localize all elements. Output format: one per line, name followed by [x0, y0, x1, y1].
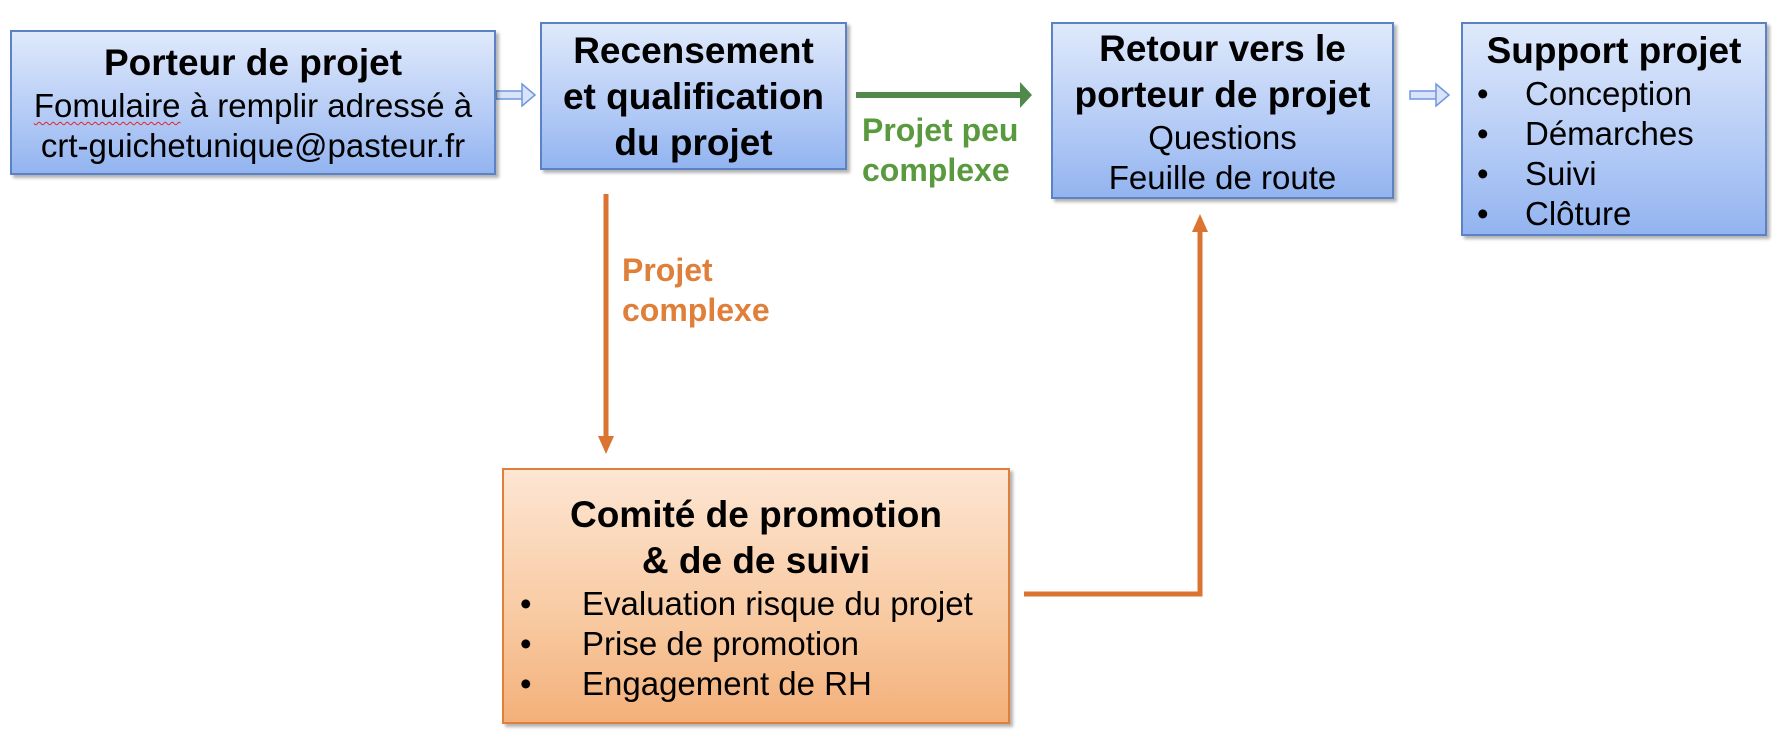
retour-line3: Questions — [1148, 119, 1297, 156]
arrow-porteur-to-recensement — [495, 82, 537, 108]
arrow-comite-to-retour — [1024, 214, 1208, 597]
retour-line1: Retour vers le — [1099, 28, 1346, 69]
label-projet-peu-complexe: Projet peu complexe — [862, 110, 1018, 190]
label-simple-line2: complexe — [862, 152, 1010, 188]
label-projet-complexe: Projet complexe — [622, 250, 770, 330]
comite-line1: Comité de promotion — [569, 494, 943, 535]
box-porteur-de-projet: Porteur de projet Fomulaire à remplir ad… — [10, 30, 496, 175]
bullet: • — [1477, 115, 1489, 152]
arrow-recensement-to-comite — [598, 194, 614, 454]
bullet: • — [520, 625, 532, 662]
comite-item: •Engagement de RH — [520, 665, 872, 702]
bullet: • — [1477, 75, 1489, 112]
bullet: • — [1477, 155, 1489, 192]
bullet: • — [520, 585, 532, 622]
comite-item: •Prise de promotion — [520, 625, 859, 662]
support-title: Support projet — [1486, 30, 1742, 71]
comite-item: •Evaluation risque du projet — [520, 585, 973, 622]
arrow-recensement-to-retour — [856, 82, 1032, 108]
support-list: •Conception •Démarches •Suivi •Clôture — [1477, 74, 1765, 234]
arrow-retour-to-support — [1409, 82, 1451, 108]
label-complex-line1: Projet — [622, 252, 713, 288]
recensement-line1: Recensement — [573, 30, 814, 71]
box-support-projet: Support projet •Conception •Démarches •S… — [1461, 22, 1767, 236]
porteur-line1-rest: à remplir adressé à — [180, 87, 473, 124]
recensement-line2: et qualification — [562, 76, 825, 117]
support-item: •Clôture — [1477, 195, 1632, 232]
box-comite-promotion: Comité de promotion & de de suivi •Evalu… — [502, 468, 1010, 724]
support-item: •Conception — [1477, 75, 1692, 112]
retour-line4: Feuille de route — [1108, 159, 1337, 196]
recensement-line3: du projet — [614, 122, 773, 163]
support-item: •Suivi — [1477, 155, 1597, 192]
bullet: • — [1477, 195, 1489, 232]
box-recensement: Recensement et qualification du projet — [540, 22, 847, 170]
bullet: • — [520, 665, 532, 702]
porteur-title: Porteur de projet — [103, 42, 403, 83]
comite-line2: & de de suivi — [641, 540, 871, 581]
retour-line2: porteur de projet — [1074, 74, 1371, 115]
support-item: •Démarches — [1477, 115, 1694, 152]
box-retour-porteur: Retour vers le porteur de projet Questio… — [1051, 22, 1394, 199]
porteur-line1: Fomulaire à remplir adressé à — [12, 86, 494, 126]
comite-list: •Evaluation risque du projet •Prise de p… — [520, 584, 1008, 704]
label-complex-line2: complexe — [622, 292, 770, 328]
label-simple-line1: Projet peu — [862, 112, 1019, 148]
porteur-email: crt-guichetunique@pasteur.fr — [40, 127, 466, 164]
porteur-misspelled-word: Fomulaire — [33, 87, 181, 124]
